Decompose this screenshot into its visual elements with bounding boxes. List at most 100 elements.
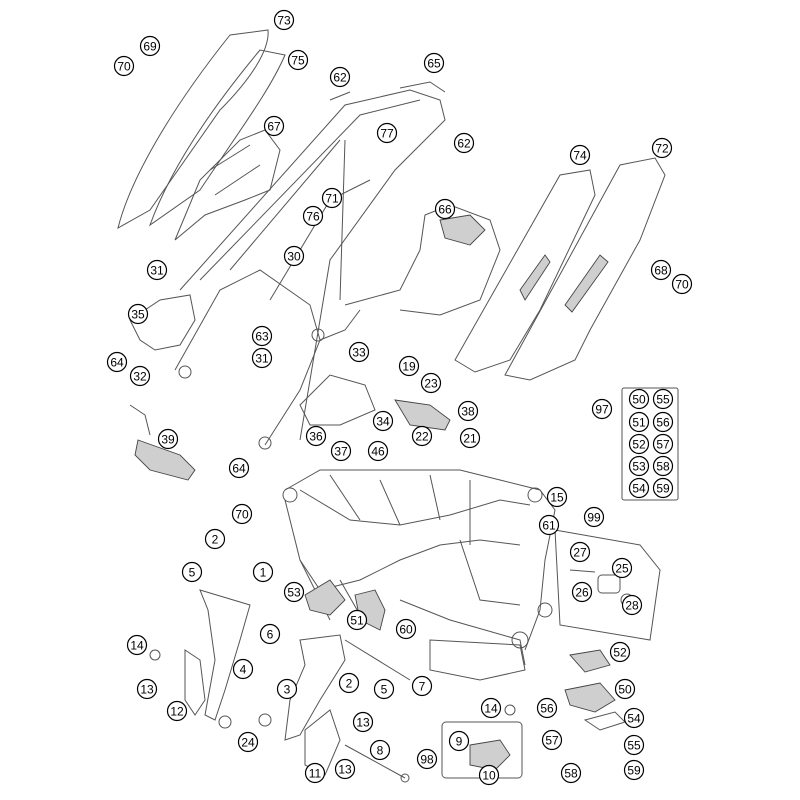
footpegs-53-51 [304,579,386,631]
callout-5: 5 [181,561,203,583]
callout-circle [623,707,645,729]
axle-7 [344,639,411,681]
callout-52: 52 [609,641,631,663]
callout-circle [652,455,674,477]
callout-circle [420,372,442,394]
callout-11: 11 [304,762,326,784]
callout-circle [395,618,417,640]
callout-70: 70 [113,55,135,77]
callout-label: 5 [189,566,196,580]
callout-10: 10 [478,764,500,786]
callout-label: 61 [542,519,556,533]
callout-label: 38 [461,405,475,419]
callout-label: 70 [675,278,689,292]
callout-circle [569,144,591,166]
callout-label: 7 [419,680,426,694]
callout-circle [651,137,673,159]
callout-24: 24 [237,731,259,753]
callout-label: 50 [618,683,632,697]
callout-71: 71 [321,187,343,209]
callout-circle [538,514,560,536]
callout-circle [628,477,650,499]
callout-label: 57 [656,438,670,452]
callout-98: 98 [416,748,438,770]
callout-label: 73 [277,14,291,28]
callout-label: 70 [235,508,249,522]
callout-circle [283,245,305,267]
callout-13: 13 [334,758,356,780]
callout-circle [652,477,674,499]
callout-label: 65 [427,57,441,71]
callout-label: 77 [380,127,394,141]
callout-label: 52 [613,646,627,660]
callout-circle [166,700,188,722]
callout-59: 59 [652,477,674,499]
callout-circle [259,623,281,645]
callout-label: 54 [632,482,646,496]
callout-label: 54 [627,712,641,726]
callout-circle [321,187,343,209]
callout-label: 52 [632,438,646,452]
callout-label: 36 [309,430,323,444]
callout-label: 31 [255,352,269,366]
callout-label: 74 [573,149,587,163]
callout-label: 6 [267,628,274,642]
callout-label: 13 [338,763,352,777]
callout-55: 55 [652,388,674,410]
callout-76: 76 [302,205,324,227]
callout-62: 62 [329,66,351,88]
callout-51: 51 [628,411,650,433]
callout-30: 30 [283,245,305,267]
callout-12: 12 [166,700,188,722]
callout-label: 28 [625,599,639,613]
callout-label: 64 [232,462,246,476]
callout-27: 27 [569,541,591,563]
callout-65: 65 [423,52,445,74]
cover-12-11 [184,649,341,776]
callout-label: 12 [170,705,184,719]
callout-label: 27 [573,546,587,560]
callout-59: 59 [623,759,645,781]
callout-69: 69 [139,35,161,57]
callout-label: 11 [309,767,322,781]
callout-label: 19 [402,360,416,374]
callout-circle [434,198,456,220]
callout-circle [628,411,650,433]
callout-circle [302,205,324,227]
callout-51: 51 [346,609,368,631]
callout-label: 97 [595,403,609,417]
callout-1: 1 [252,561,274,583]
callout-33: 33 [348,341,370,363]
luggage-rack-67 [174,129,281,241]
callout-circle [480,697,502,719]
callout-circle [536,697,558,719]
callout-circle [373,678,395,700]
callout-circle [348,341,370,363]
callout-13: 13 [136,678,158,700]
callout-28: 28 [621,594,643,616]
callout-63: 63 [251,325,273,347]
callout-label: 58 [656,460,670,474]
callout-22: 22 [411,425,433,447]
callout-circle [231,503,253,525]
callout-19: 19 [398,355,420,377]
callout-circle [571,581,593,603]
callout-label: 5 [381,683,388,697]
callout-label: 64 [110,356,124,370]
callout-58: 58 [560,762,582,784]
callout-circle [628,388,650,410]
kit-97-box [621,387,679,501]
callout-label: 24 [241,736,255,750]
callout-13: 13 [352,711,374,733]
callout-26: 26 [571,581,593,603]
callout-circle [621,594,643,616]
callout-circle [611,557,633,579]
callout-label: 51 [632,416,646,430]
callout-75: 75 [287,49,309,71]
callout-68: 68 [650,259,672,281]
callout-5: 5 [373,678,395,700]
callout-label: 3 [284,683,291,697]
callout-46: 46 [367,440,389,462]
